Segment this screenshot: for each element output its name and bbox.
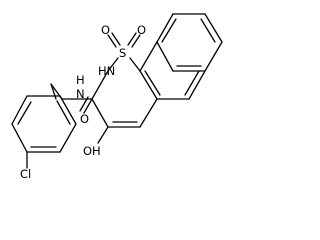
ring-nh-label: HN: [98, 64, 115, 78]
atom-labels: O O S HN N H O OH Cl: [20, 23, 146, 181]
amide-n-label: N: [76, 87, 85, 101]
sulfur-label: S: [119, 46, 126, 60]
bonds: [11, 13, 223, 169]
oxygen-label-top-right: O: [137, 23, 146, 37]
chlorine-label: Cl: [20, 167, 31, 181]
molecule-structure: O O S HN N H O OH Cl: [11, 13, 223, 181]
oxygen-label-top-left: O: [101, 23, 110, 37]
hydroxyl-label: OH: [83, 144, 101, 158]
amide-h-label: H: [76, 73, 85, 87]
amide-oxygen-label: O: [80, 112, 89, 126]
